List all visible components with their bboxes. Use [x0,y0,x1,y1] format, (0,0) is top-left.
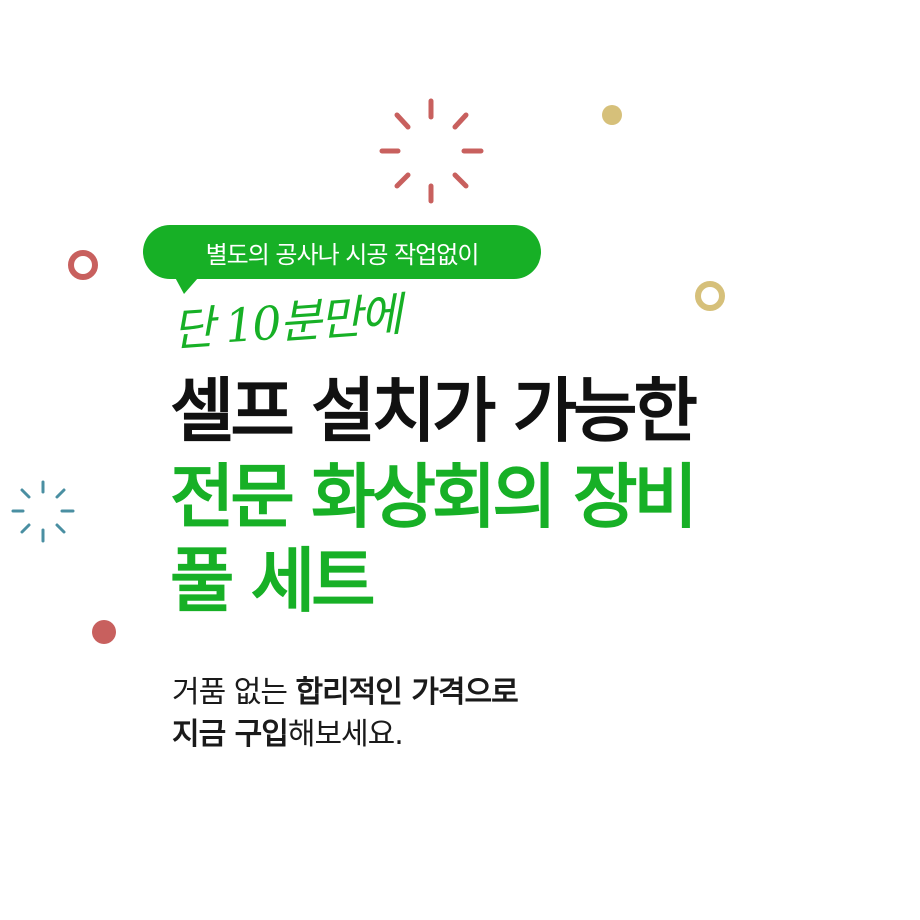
speech-bubble-tail-icon [171,270,205,294]
firework-teal-icon [11,480,75,543]
headline-line-2: 전문 화상회의 장비 [170,456,698,538]
firework-red-icon [379,98,484,204]
speech-bubble-text: 별도의 공사나 시공 작업없이 [205,240,480,269]
ring-gold-icon [695,281,725,311]
body-line-2: 지금 구입해보세요. [172,709,404,753]
body-line-1-regular: 거품 없는 [172,675,296,710]
body-line-2-bold: 지금 구입 [172,717,289,752]
headline-line-3: 풀 세트 [170,540,376,622]
body-line-2-regular: 해보세요. [287,717,404,752]
body-line-1-bold: 합리적인 가격으로 [295,675,518,710]
dot-red-icon [92,620,116,644]
speech-bubble: 별도의 공사나 시공 작업없이 [143,225,541,279]
headline-line-1: 셀프 설치가 가능한 [170,370,698,452]
ring-red-icon [68,250,98,280]
body-line-1: 거품 없는 합리적인 가격으로 [172,667,519,711]
dot-gold-icon [602,105,622,125]
